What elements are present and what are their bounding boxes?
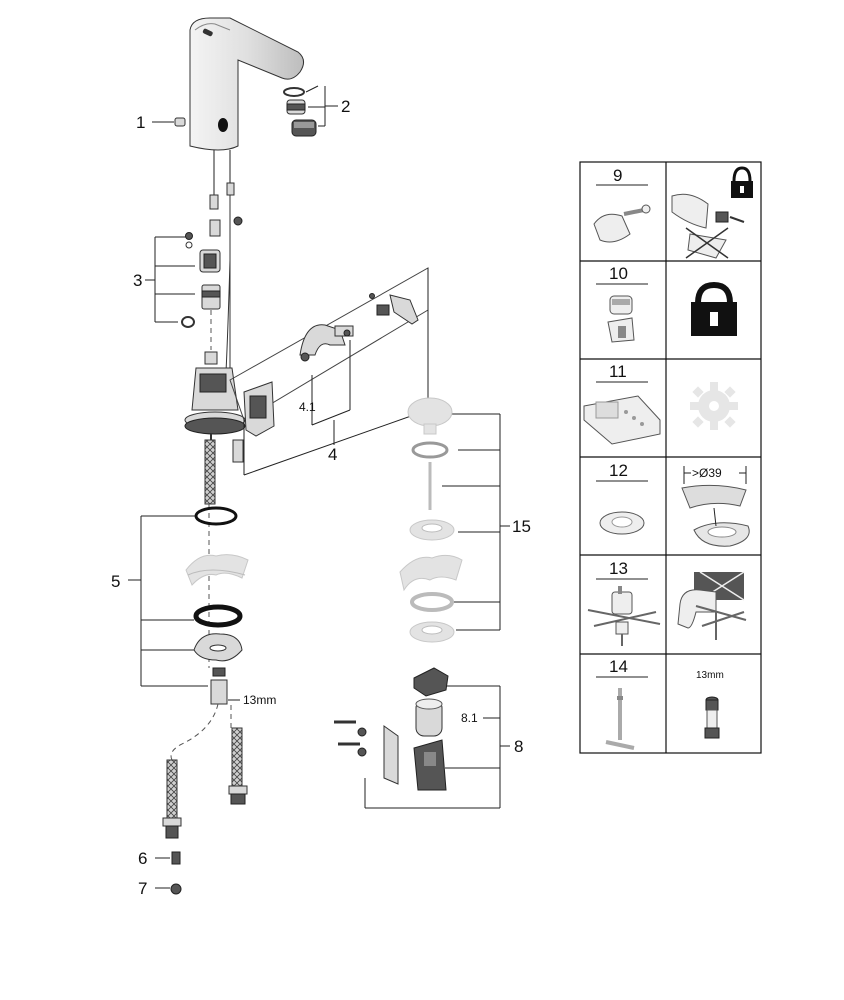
callout-7: 7 bbox=[138, 879, 147, 898]
aerator-set-part-2 bbox=[283, 85, 338, 137]
valve-group-part-3 bbox=[145, 232, 221, 328]
filter-part-7 bbox=[155, 883, 182, 895]
callout-2: 2 bbox=[341, 97, 350, 116]
table-row-number: 10 bbox=[609, 264, 628, 283]
padlock-icon bbox=[691, 281, 737, 336]
callout-4: 4 bbox=[328, 445, 337, 464]
padlock-icon bbox=[731, 166, 753, 198]
mounting-bracket-and-screw-icon bbox=[593, 204, 651, 243]
sealing-ring-icon bbox=[599, 511, 645, 535]
table-row-number: 11 bbox=[609, 362, 627, 381]
screw-part-1 bbox=[152, 117, 186, 127]
callout-8-1: 8.1 bbox=[461, 711, 478, 725]
table-row-number: 12 bbox=[609, 461, 628, 480]
gear-icon bbox=[690, 382, 738, 430]
wrench-size-label: 13mm bbox=[243, 693, 276, 707]
lever-assembly-part-4 bbox=[229, 267, 429, 476]
connector-cables bbox=[209, 182, 243, 375]
callout-5: 5 bbox=[111, 572, 120, 591]
basin-hole-diameter-label: >Ø39 bbox=[692, 466, 722, 480]
basin-thickness-icon: >Ø39 bbox=[681, 466, 750, 547]
callout-3: 3 bbox=[133, 271, 142, 290]
flexible-hoses bbox=[162, 703, 248, 839]
remote-control-icon bbox=[583, 395, 661, 445]
callout-15: 15 bbox=[512, 517, 531, 536]
locked-bracket-crossed-icon bbox=[671, 166, 753, 259]
callout-8: 8 bbox=[514, 737, 523, 756]
t-wrench-icon bbox=[605, 688, 635, 750]
mounting-set-icon bbox=[587, 586, 661, 646]
callout-6: 6 bbox=[138, 849, 147, 868]
table-row-number: 9 bbox=[613, 166, 622, 185]
nut-part-6 bbox=[155, 851, 181, 865]
socket-tool-icon bbox=[704, 696, 720, 739]
drain-set-part-15 bbox=[399, 397, 510, 643]
installation-crossed-icon bbox=[677, 571, 747, 640]
socket-size-label: 13mm bbox=[696, 670, 724, 681]
mounting-set-part-5 bbox=[128, 506, 249, 705]
table-row-number: 14 bbox=[609, 657, 628, 676]
faucet-body bbox=[189, 17, 304, 200]
callout-1: 1 bbox=[136, 113, 145, 132]
control-box-part-8 bbox=[334, 667, 510, 809]
accessories-table: 9 10 bbox=[579, 161, 762, 754]
table-row-number: 13 bbox=[609, 559, 628, 578]
callout-4-1: 4.1 bbox=[299, 400, 316, 414]
aerator-and-clip-icon bbox=[607, 295, 635, 343]
